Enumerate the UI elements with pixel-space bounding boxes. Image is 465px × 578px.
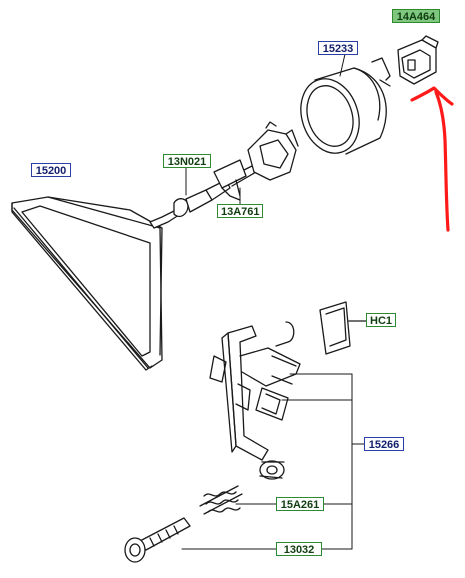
part-label-15266: 15266 [364,437,404,451]
bulb-holder-clip [213,159,247,201]
bulb-socket [247,121,299,181]
part-label-15233: 15233 [318,41,358,55]
part-label-15200: 15200 [31,163,71,177]
leader-lines [181,53,367,550]
headlamp-cap [300,57,391,155]
adjuster-spring [199,460,285,515]
bulb [149,165,257,229]
mounting-bracket [209,321,301,461]
part-label-15A261: 15A261 [276,497,324,511]
headlamp-housing [11,196,163,371]
wiring-connector [397,35,439,85]
part-label-HC1: HC1 [366,313,396,327]
adjuster-screw [124,517,191,563]
connector-clip [319,301,367,355]
part-label-14A464: 14A464 [392,9,440,23]
part-label-13A761: 13A761 [217,204,263,218]
part-label-13032: 13032 [276,542,322,556]
part-label-13N021: 13N021 [163,154,211,168]
red-arrow-annotation [410,86,454,232]
